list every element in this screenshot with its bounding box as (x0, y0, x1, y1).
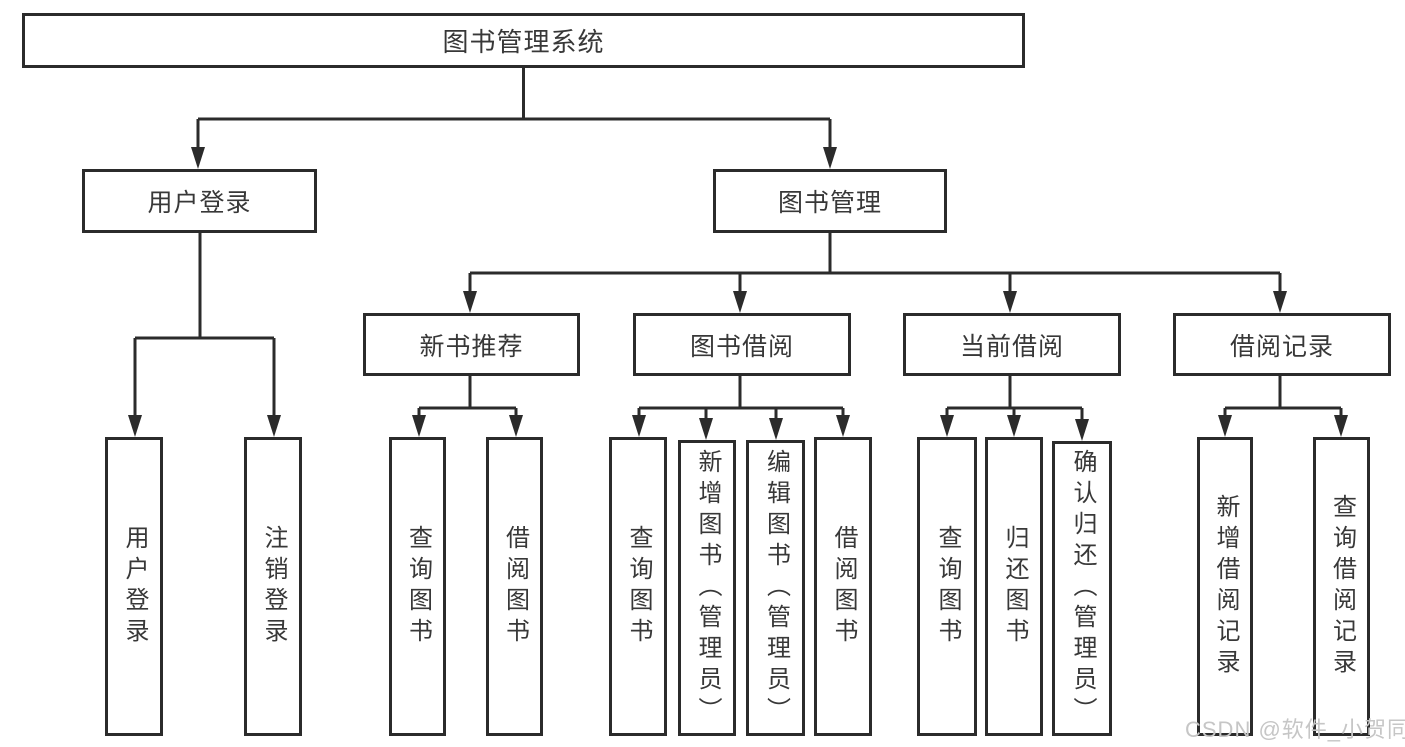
leaf-logout: 注销登录 (244, 437, 302, 736)
leaf-borrow-books: 借阅图书 (486, 437, 543, 736)
leaf-confirm-return-admin: 确认归还（管理员） (1052, 441, 1112, 736)
leaf-label: 借阅图书 (501, 524, 529, 649)
node-user-login: 用户登录 (82, 169, 317, 233)
node-current-borrowing: 当前借阅 (903, 313, 1121, 376)
leaf-label: 借阅图书 (830, 524, 857, 649)
arrowheads (128, 147, 1348, 441)
leaf-return-books: 归还图书 (985, 437, 1043, 736)
node-borrowing-records: 借阅记录 (1173, 313, 1391, 376)
leaf-label: 归还图书 (1001, 524, 1028, 649)
tree-edges (133, 68, 1343, 421)
leaf-query-books: 查询图书 (609, 437, 667, 736)
leaf-query-books: 查询图书 (917, 437, 977, 736)
leaf-label: 查询图书 (625, 524, 652, 649)
leaf-borrow-books: 借阅图书 (814, 437, 872, 736)
leaf-add-books-admin: 新增图书（管理员） (678, 440, 736, 736)
node-new-book-recommend: 新书推荐 (363, 313, 580, 376)
leaf-query-borrow-record: 查询借阅记录 (1313, 437, 1370, 736)
leaf-label: 用户登录 (121, 524, 148, 649)
leaf-label: 确认归还（管理员） (1069, 449, 1096, 728)
leaf-label: 查询图书 (934, 524, 961, 649)
node-book-borrowing: 图书借阅 (633, 313, 851, 376)
leaf-label: 编辑图书（管理员） (762, 448, 790, 728)
leaf-label: 新增借阅记录 (1212, 493, 1239, 680)
leaf-user-login: 用户登录 (105, 437, 163, 736)
leaf-label: 注销登录 (260, 524, 287, 649)
node-book-management: 图书管理 (713, 169, 947, 233)
leaf-query-books: 查询图书 (389, 437, 446, 736)
leaf-add-borrow-record: 新增借阅记录 (1197, 437, 1253, 736)
node-library-system: 图书管理系统 (22, 13, 1025, 68)
leaf-edit-books-admin: 编辑图书（管理员） (746, 440, 805, 736)
leaf-label: 查询图书 (404, 524, 432, 649)
csdn-watermark: CSDN @软件_小贺同学 (1185, 717, 1405, 742)
leaf-label: 查询借阅记录 (1328, 493, 1356, 680)
leaf-label: 新增图书（管理员） (694, 448, 721, 728)
